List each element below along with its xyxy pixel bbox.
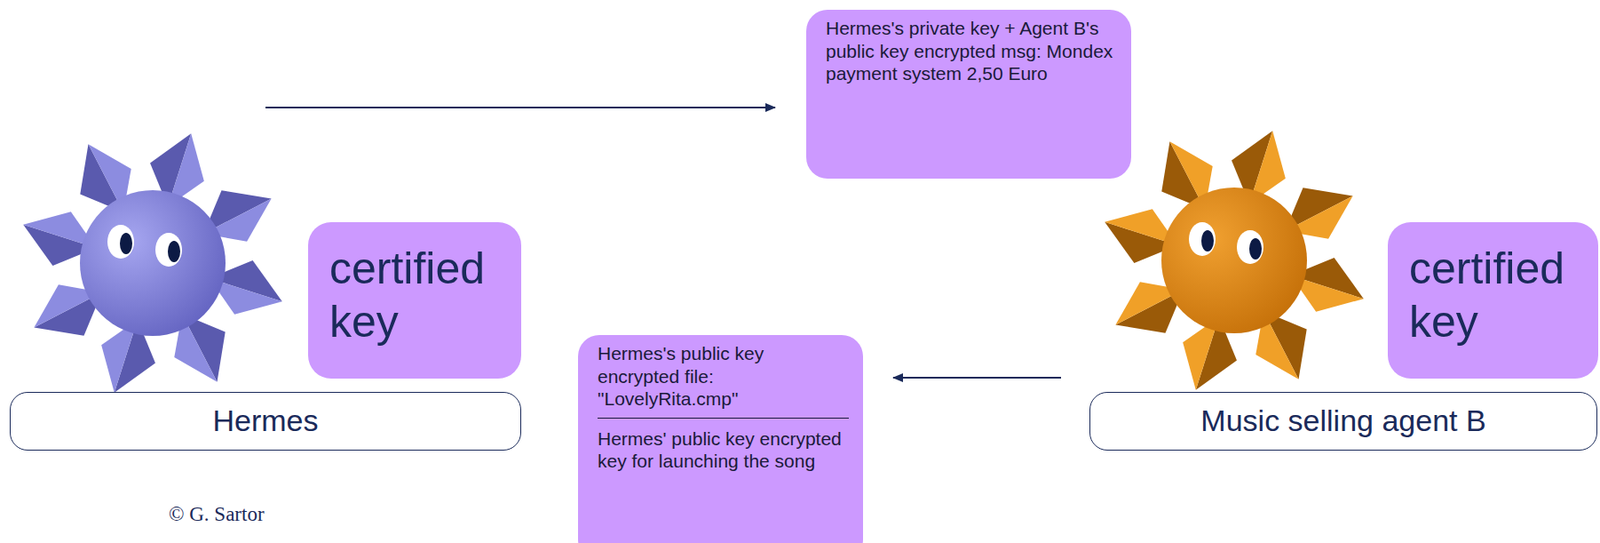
certificate-label: certified key	[1409, 241, 1581, 349]
message-text: Hermes's private key + Agent B's public …	[825, 16, 1117, 86]
message-text: Hermes's public key encrypted file: "Lov…	[597, 341, 849, 411]
certificate-label: certified key	[329, 241, 504, 349]
message-text: Hermes' public key encrypted key for lau…	[597, 427, 849, 473]
agent-name: Music selling agent B	[1200, 403, 1486, 438]
copyright-note: © G. Sartor	[168, 502, 265, 526]
hermes-figure	[15, 125, 291, 401]
message-box: Hermes's public key encrypted file: "Lov…	[578, 334, 864, 543]
message-arrow	[893, 376, 1062, 379]
divider-line	[597, 417, 849, 419]
agent-b-figure	[1096, 122, 1372, 398]
certificate-box: certified key	[1387, 221, 1599, 379]
message-arrow	[265, 106, 776, 109]
certificate-box: certified key	[308, 221, 522, 379]
agent-name-box: Music selling agent B	[1089, 391, 1598, 451]
agent-name-box: Hermes	[9, 391, 522, 451]
agent-name: Hermes	[212, 403, 318, 438]
message-box: Hermes's private key + Agent B's public …	[806, 9, 1132, 179]
